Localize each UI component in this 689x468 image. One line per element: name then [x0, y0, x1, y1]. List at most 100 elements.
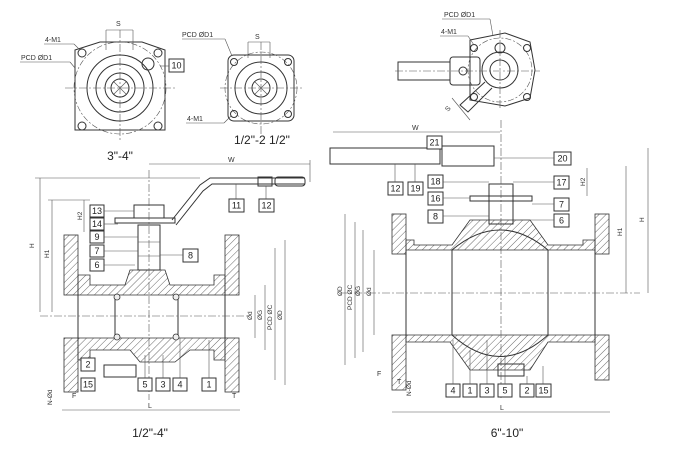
bolt-label-handle: 4-M1 [441, 29, 457, 36]
svg-text:4: 4 [177, 380, 182, 390]
part-tag-21: 21 [426, 135, 443, 150]
svg-text:10: 10 [171, 61, 181, 71]
part-tag-2-right: 2 [519, 383, 535, 398]
svg-text:2: 2 [524, 386, 529, 396]
svg-text:20: 20 [557, 154, 567, 164]
svg-text:21: 21 [429, 138, 439, 148]
part-tag-10: 10 [168, 58, 185, 73]
svg-text:13: 13 [92, 206, 102, 216]
part-tag-3-right: 3 [479, 383, 495, 398]
dimension-h-right: H [639, 217, 646, 222]
pcd-label-small: PCD ØD1 [182, 32, 213, 39]
svg-text:5: 5 [142, 380, 147, 390]
part-tag-13: 13 [89, 204, 105, 218]
dimension-t-right: T [397, 379, 402, 386]
svg-text:1: 1 [206, 380, 211, 390]
caption-6-10: 6"-10" [491, 426, 524, 440]
svg-text:2: 2 [85, 360, 90, 370]
part-tag-9: 9 [89, 230, 105, 244]
part-tag-5: 5 [137, 377, 153, 392]
svg-text:3: 3 [484, 386, 489, 396]
dimension-s: S [116, 21, 121, 28]
dimension-phi-d-right: Ød [366, 287, 373, 296]
dimension-s-small: S [255, 34, 260, 41]
part-tag-16: 16 [427, 191, 444, 206]
svg-text:1: 1 [467, 386, 472, 396]
svg-text:16: 16 [430, 194, 440, 204]
top-view-3-4: S 4-M1 PCD ØD1 10 3"-4" [20, 21, 185, 163]
svg-text:4: 4 [450, 386, 455, 396]
part-tag-11: 11 [228, 198, 245, 213]
dimension-h1: H1 [44, 249, 51, 258]
part-tag-15: 15 [80, 377, 96, 392]
bolt-label-4-m1-small: 4-M1 [187, 116, 203, 123]
dimension-h2: H2 [77, 211, 84, 220]
bolt-label-4-m1: 4-M1 [45, 37, 61, 44]
part-tag-2: 2 [80, 357, 96, 372]
svg-text:7: 7 [94, 246, 99, 256]
dimension-phi-g: ØG [257, 310, 264, 320]
svg-text:19: 19 [410, 184, 420, 194]
dimension-phi-g-right: ØG [355, 286, 362, 296]
svg-text:12: 12 [390, 184, 400, 194]
dimension-f-right: F [377, 371, 381, 378]
part-tag-18: 18 [427, 174, 444, 189]
dimension-pcd-c: PCD ØC [267, 304, 274, 330]
svg-text:7: 7 [559, 200, 564, 210]
dimension-w: W [228, 157, 235, 164]
caption-half-4: 1/2"-4" [132, 426, 168, 440]
part-tag-15-right: 15 [535, 383, 552, 398]
svg-text:12: 12 [261, 201, 271, 211]
part-tag-7: 7 [89, 244, 105, 258]
dimension-phi-d-outer-right: ØD [337, 286, 344, 296]
dimension-phi-d: Ød [247, 311, 254, 320]
dimension-n-phi-d: N-Ød [47, 389, 54, 405]
svg-text:15: 15 [83, 380, 93, 390]
part-tag-4-right: 4 [445, 383, 461, 398]
part-tag-6-right: 6 [553, 213, 570, 228]
section-view-6-10: 21 20 12 19 18 16 8 17 7 6 4 1 3 5 2 15 … [329, 120, 649, 440]
svg-text:6: 6 [559, 216, 564, 226]
part-tag-5-right: 5 [497, 383, 513, 398]
part-tag-8-right: 8 [427, 209, 444, 224]
top-view-6-10: S PCD ØD1 4-M1 [395, 12, 540, 121]
dimension-phi-d-outer: ØD [277, 310, 284, 320]
part-tag-6: 6 [89, 258, 105, 272]
svg-text:8: 8 [188, 251, 193, 261]
svg-text:17: 17 [556, 178, 566, 188]
svg-text:18: 18 [430, 177, 440, 187]
pcd-label-handle: PCD ØD1 [444, 12, 475, 19]
svg-text:6: 6 [94, 260, 99, 270]
part-tag-12: 12 [258, 198, 275, 213]
part-tag-19: 19 [407, 181, 424, 196]
part-tag-8: 8 [182, 248, 199, 263]
section-view-half-to-4: 13 14 9 7 6 8 11 12 2 15 5 3 4 1 H H1 H2 [29, 157, 311, 440]
dimension-h2-right: H2 [580, 177, 587, 186]
caption-half-2half: 1/2"-2 1/2" [234, 133, 290, 147]
part-tag-14: 14 [89, 217, 105, 231]
svg-text:5: 5 [502, 386, 507, 396]
part-tag-3: 3 [155, 377, 171, 392]
part-tag-7-right: 7 [553, 197, 570, 212]
pcd-label: PCD ØD1 [21, 55, 52, 62]
dimension-n-phi-d-right: N-Ød [406, 380, 413, 396]
part-tag-1: 1 [201, 377, 217, 392]
dimension-l-right: L [500, 405, 504, 412]
dimension-t: T [232, 393, 237, 400]
dimension-h1-right: H1 [617, 227, 624, 236]
svg-text:8: 8 [433, 212, 438, 222]
part-tag-17: 17 [553, 175, 570, 190]
part-tag-12-right: 12 [387, 181, 404, 196]
dimension-l: L [148, 403, 152, 410]
svg-text:15: 15 [538, 386, 548, 396]
svg-text:14: 14 [92, 219, 102, 229]
dimension-f: F [72, 393, 76, 400]
dimension-s-handle: S [444, 105, 453, 113]
part-tag-1-right: 1 [462, 383, 478, 398]
svg-text:9: 9 [94, 232, 99, 242]
dimension-w-right: W [412, 125, 419, 132]
svg-text:11: 11 [232, 201, 241, 211]
caption-3-4: 3"-4" [107, 149, 133, 163]
top-view-half-to-2half: S PCD ØD1 4-M1 1/2"-2 1/2" [182, 32, 302, 147]
